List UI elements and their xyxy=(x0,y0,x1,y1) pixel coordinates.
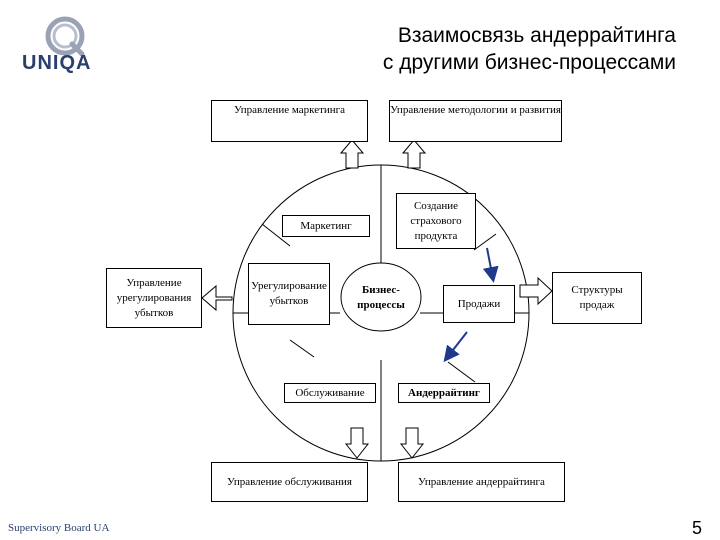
item-center-business-processes: Бизнес-процессы xyxy=(346,278,416,318)
left-arrow-claims xyxy=(201,284,233,312)
up-arrow-methodology xyxy=(401,139,427,169)
box-label: Управление урегулирования убытков xyxy=(116,276,192,319)
box-claims-mgmt: Управление урегулирования убытков xyxy=(106,268,202,328)
right-arrow-sales xyxy=(519,276,553,306)
item-label: Урегулирование убытков xyxy=(251,280,327,307)
footer-label: Supervisory Board UA xyxy=(8,522,110,534)
item-claims-settlement: Урегулирование убытков xyxy=(248,263,330,325)
item-sales: Продажи xyxy=(443,285,515,323)
item-service: Обслуживание xyxy=(284,383,376,403)
box-service-mgmt: Управление обслуживания xyxy=(211,462,368,502)
item-marketing: Маркетинг xyxy=(282,215,370,237)
flow-arrow-sales-to-underwriting xyxy=(443,331,468,363)
box-label: Управление обслуживания xyxy=(227,475,352,488)
box-label: Структуры продаж xyxy=(571,284,623,311)
divider-line xyxy=(261,223,291,247)
up-arrow-marketing xyxy=(339,139,365,169)
center-ellipse xyxy=(340,262,422,332)
box-sales-structures: Структуры продаж xyxy=(552,272,642,324)
box-methodology-mgmt: Управление методологии и развития xyxy=(389,100,562,142)
divider-line xyxy=(473,233,497,251)
divider-line xyxy=(289,339,315,358)
title-line-2: с другими бизнес-процессами xyxy=(382,51,676,74)
item-label: Маркетинг xyxy=(300,219,352,232)
item-product-creation: Создание страхового продукта xyxy=(396,193,476,249)
item-underwriting: Андеррайтинг xyxy=(398,383,490,403)
logo-text: UNIQA xyxy=(22,52,92,74)
item-label: Продажи xyxy=(457,297,501,310)
down-arrow-service xyxy=(344,427,370,459)
down-arrow-underwriting xyxy=(399,427,425,459)
box-marketing-mgmt: Управление маркетинга xyxy=(211,100,368,142)
page-number: 5 xyxy=(691,518,702,538)
page-title: Взаимосвязь андеррайтинга с другими бизн… xyxy=(383,22,676,76)
divider-line xyxy=(447,361,476,383)
box-underwriting-mgmt: Управление андеррайтинга xyxy=(398,462,565,502)
item-label: Создание страхового продукта xyxy=(410,199,462,242)
title-line-1: Взаимосвязь андеррайтинга xyxy=(397,24,676,47)
item-label: Бизнес-процессы xyxy=(357,284,405,311)
box-label: Управление маркетинга xyxy=(233,104,346,116)
box-label: Управление методологии и развития xyxy=(390,104,561,116)
box-label: Управление андеррайтинга xyxy=(418,475,545,488)
uniqa-logo-icon xyxy=(45,16,85,57)
item-label: Андеррайтинг xyxy=(408,386,480,399)
item-label: Обслуживание xyxy=(295,386,365,399)
flow-arrow-product-to-sales xyxy=(482,247,499,283)
